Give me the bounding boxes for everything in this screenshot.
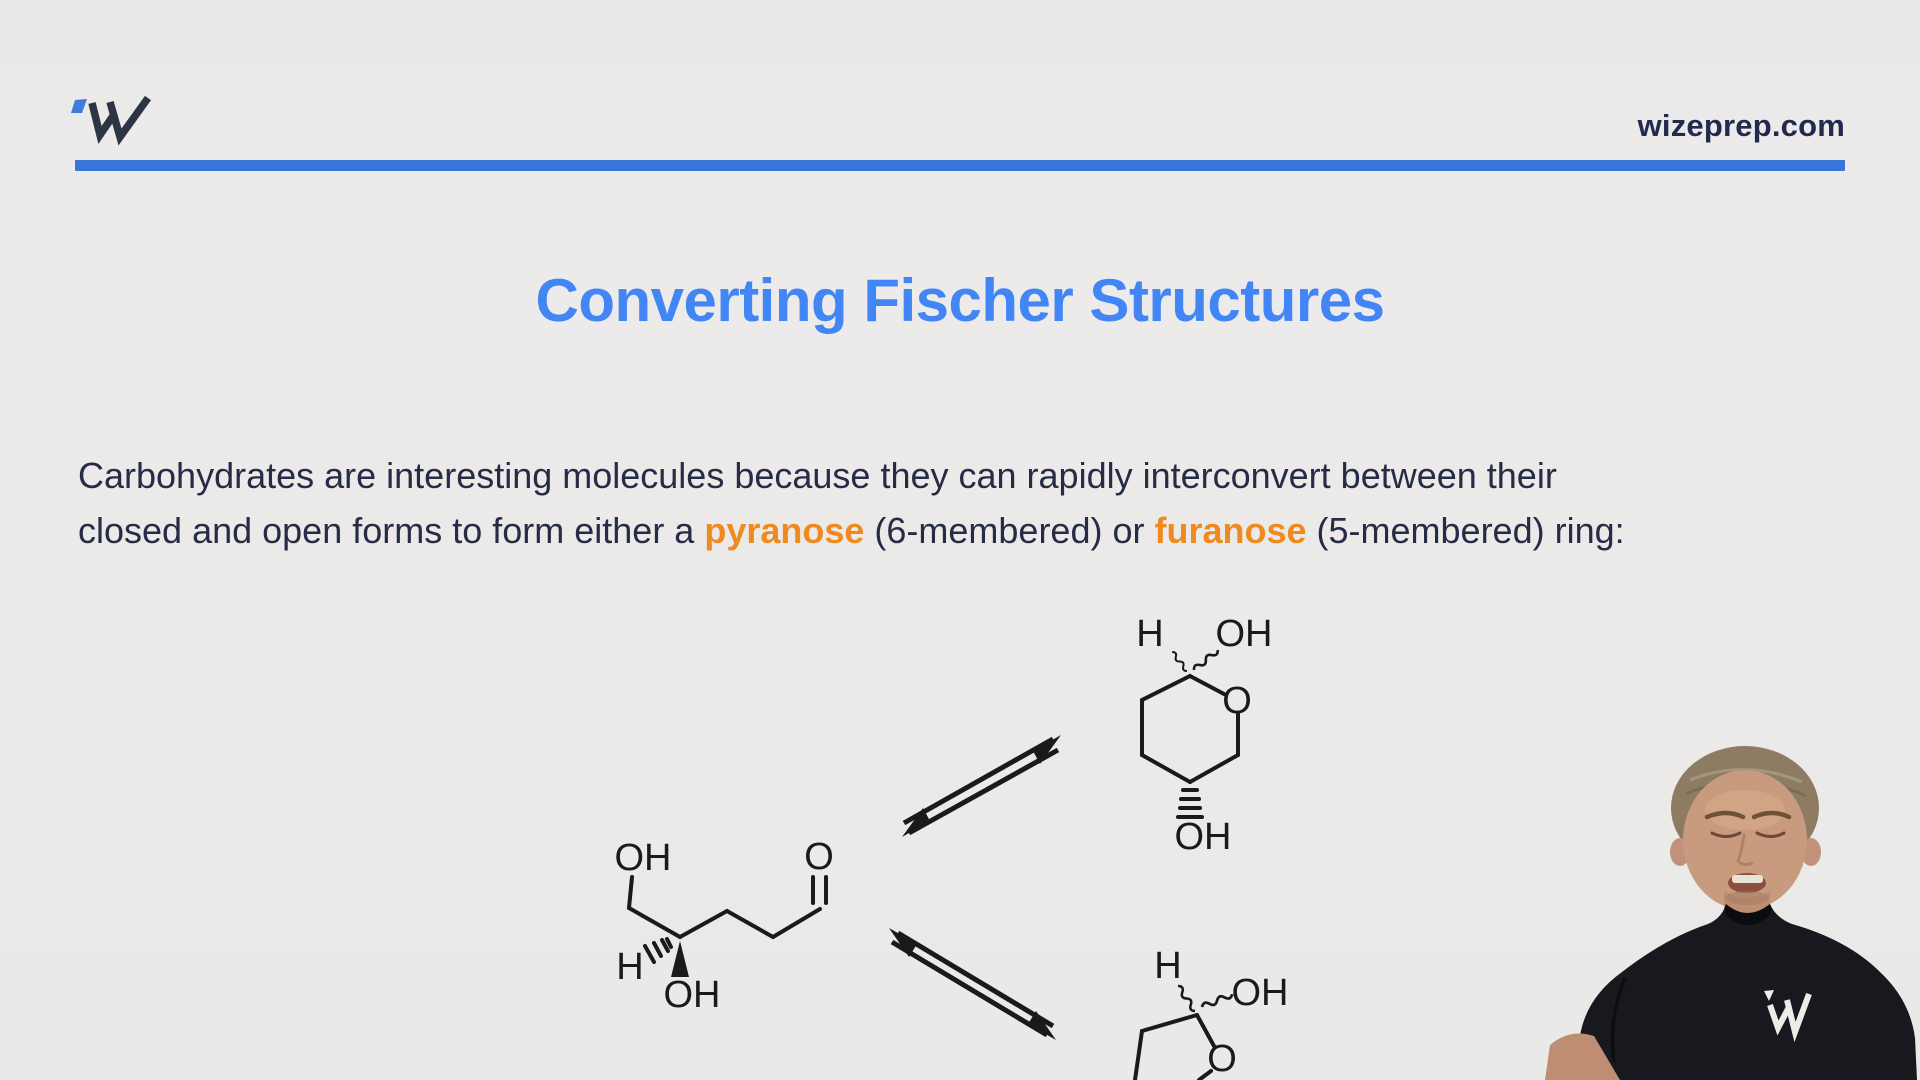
atom-label-h: H <box>616 946 643 988</box>
atom-label-carbonyl-o: O <box>804 836 834 878</box>
wavy-bond-to-h <box>1174 983 1199 1014</box>
closed-eye <box>1710 831 1742 838</box>
earring <box>1810 866 1816 872</box>
ring-bond <box>1188 674 1226 696</box>
shirt-logo-tick <box>1764 990 1774 1001</box>
arrowhead <box>902 808 930 837</box>
equilibrium-arrow-top <box>902 735 1061 837</box>
wavy-bond-to-h <box>1169 649 1190 674</box>
body-segment: (5-membered) ring: <box>1306 510 1625 551</box>
shirt-logo-w-right <box>1784 992 1812 1043</box>
bond <box>627 875 634 910</box>
equilibrium-arrow-bottom <box>889 928 1056 1040</box>
bond <box>725 909 775 939</box>
keyword-pyranose: pyranose <box>704 510 865 551</box>
bond <box>678 909 729 939</box>
site-url: wizeprep.com <box>1637 108 1845 143</box>
t-shirt <box>1575 904 1917 1080</box>
page-title: Converting Fischer Structures <box>535 267 1385 334</box>
atom-label-h: H <box>1136 613 1163 655</box>
pyranose-structure: H OH O OH <box>1136 613 1272 858</box>
eyebrow <box>1751 810 1792 820</box>
furanose-structure: H OH O <box>1133 945 1289 1080</box>
hashed-bond-to-oh <box>1176 788 1204 819</box>
hashed-wedge-bond <box>643 937 673 964</box>
logo-w-left-stroke <box>88 102 119 145</box>
wizeprep-logo <box>71 95 152 146</box>
ring-bond <box>1140 1013 1199 1033</box>
atom-label-oh-top: OH <box>1216 613 1273 655</box>
atom-label-ring-o: O <box>1222 680 1252 722</box>
atom-label-h: H <box>1154 945 1181 987</box>
closed-eye <box>1755 831 1786 838</box>
logo-accent-tick <box>71 99 87 113</box>
ring-bond <box>1197 1069 1213 1080</box>
forehead-highlight <box>1705 790 1785 830</box>
chin-shadow <box>1725 891 1769 905</box>
bond <box>627 906 682 939</box>
ring-bond <box>1195 1013 1216 1048</box>
earring <box>1675 865 1681 871</box>
body-segment: closed and open forms to form either a <box>78 510 705 551</box>
ring-bond <box>1140 674 1192 702</box>
solid-wedge-bond <box>671 941 689 977</box>
arrowhead <box>1028 1011 1056 1040</box>
atom-label-ring-o: O <box>1207 1038 1237 1080</box>
hair-highlight <box>1689 768 1803 784</box>
body-text: Carbohydrates are interesting molecules … <box>78 448 1838 558</box>
eyebrow <box>1704 810 1746 820</box>
atom-label-oh-top: OH <box>615 837 672 879</box>
open-chain-structure: OH O H OH <box>615 836 834 1016</box>
ring-bond <box>1133 1029 1144 1080</box>
ring-bond <box>1140 753 1192 784</box>
shirt-logo-w-left <box>1767 1004 1792 1036</box>
bond <box>771 907 822 939</box>
sleeve-seam <box>1610 977 1627 1063</box>
shirt-logo <box>1764 990 1812 1043</box>
teeth <box>1732 875 1763 883</box>
arrowhead <box>1033 735 1061 764</box>
arrowhead <box>889 928 917 957</box>
instructor-avatar <box>1545 746 1917 1080</box>
instructor-webcam <box>1545 746 1917 1080</box>
nose <box>1736 833 1754 867</box>
header-divider-rule <box>75 160 1845 171</box>
atom-label-oh-bottom: OH <box>1175 816 1232 858</box>
keyword-furanose: furanose <box>1154 510 1307 551</box>
atom-label-oh: OH <box>1232 972 1289 1014</box>
collar <box>1724 904 1772 925</box>
forearm <box>1545 1033 1620 1080</box>
logo-w-right-stroke <box>106 95 152 146</box>
ring-bond <box>1188 753 1240 784</box>
body-text-line-1: Carbohydrates are interesting molecules … <box>78 455 1557 496</box>
wavy-bond-to-oh <box>1199 990 1235 1011</box>
body-segment: (6-membered) or <box>864 510 1155 551</box>
atom-label-oh-bottom: OH <box>664 974 721 1016</box>
body-text-line-2: closed and open forms to form either a p… <box>78 503 1838 558</box>
